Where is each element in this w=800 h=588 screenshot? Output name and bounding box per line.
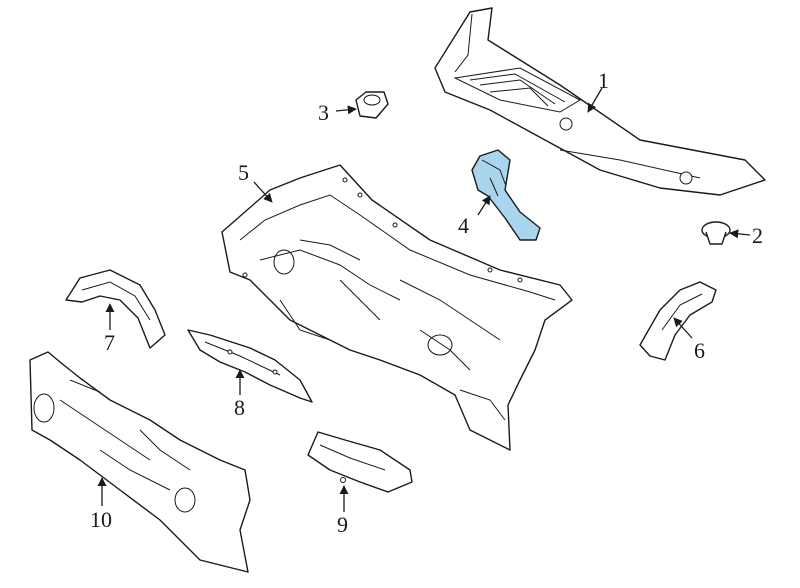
part-4-bracket [471,149,541,241]
callout-1: 1 [598,68,609,93]
leader-6 [673,317,693,339]
part-8-reinforcement [187,329,313,403]
leader-4 [477,195,491,216]
part-1-cowl-panel [434,7,766,196]
part-10-insulator [29,351,251,573]
callout-8: 8 [234,395,245,420]
part-5-dash-panel [221,164,573,451]
callout-4: 4 [458,213,469,238]
leader-2 [729,229,751,239]
part-9-lower-bracket [307,431,413,493]
leader-1 [587,87,603,113]
callout-7: 7 [104,330,115,355]
callout-9: 9 [337,512,348,537]
callout-5: 5 [238,160,249,185]
callout-2: 2 [752,223,763,248]
leader-3 [335,105,357,115]
callout-10: 10 [90,507,112,532]
leader-5 [253,181,273,203]
part-2-clip [701,221,731,245]
callout-6: 6 [694,338,705,363]
part-7-side-bracket-left [65,269,166,349]
part-3-grommet [355,91,389,119]
callout-3: 3 [318,100,329,125]
